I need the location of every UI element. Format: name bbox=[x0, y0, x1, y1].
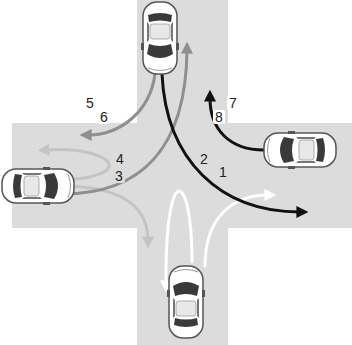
car bbox=[2, 167, 74, 205]
callout-number: 5 bbox=[84, 96, 96, 110]
callout-number: 3 bbox=[113, 169, 125, 183]
car bbox=[141, 2, 179, 74]
callout-number: 2 bbox=[198, 152, 210, 166]
callout-number: 6 bbox=[98, 110, 110, 124]
callout-number: 7 bbox=[227, 96, 239, 110]
car bbox=[264, 131, 336, 169]
car bbox=[167, 266, 205, 338]
callout-number: 8 bbox=[213, 110, 225, 124]
callout-number: 1 bbox=[217, 165, 229, 179]
callout-number: 4 bbox=[114, 152, 126, 166]
turn-arrow bbox=[88, 74, 155, 135]
turn-arrows bbox=[46, 50, 300, 284]
